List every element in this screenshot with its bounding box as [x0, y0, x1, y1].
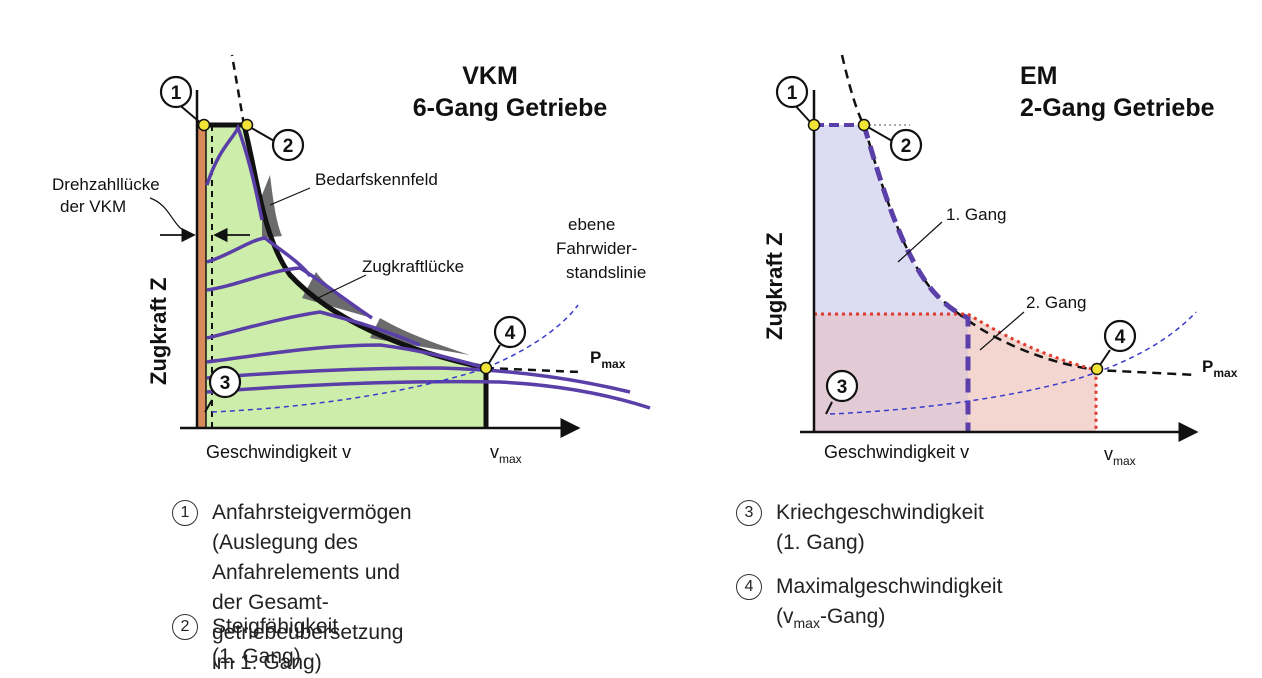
right-title-line1: EM — [1020, 62, 1058, 90]
right-gear1-curve — [861, 124, 971, 432]
left-resistance-line2: Fahrwider- — [556, 239, 637, 258]
left-zugkraft-leader — [317, 274, 367, 299]
legend-number-3: 3 — [736, 500, 762, 526]
svg-text:1: 1 — [787, 83, 798, 104]
left-marker-4: 4 — [479, 315, 527, 375]
left-power-hyperbola-right — [485, 366, 581, 374]
right-x-axis-label: Geschwindigkeit v — [824, 442, 969, 462]
left-orange-bar — [196, 124, 207, 429]
left-marker-1: 1 — [159, 75, 211, 132]
legend-text-2: Steigfähigkeit (1. Gang) — [212, 615, 339, 668]
svg-text:1: 1 — [171, 83, 182, 104]
legend-number-2: 2 — [172, 614, 198, 640]
left-zugkraftluecke-label: Zugkraftlücke — [362, 257, 464, 276]
right-y-axis-label: Zugkraft Z — [762, 232, 787, 340]
left-gear-curve-4 — [206, 310, 421, 347]
left-gear-curve-6 — [206, 366, 631, 394]
right-vmax-label: vmax — [1104, 444, 1136, 468]
left-title-line1: VKM — [462, 62, 518, 90]
left-resistance-line3: standslinie — [566, 263, 646, 282]
left-gear-curves — [205, 123, 651, 410]
left-gear-curve-3 — [206, 266, 373, 320]
left-resistance-line1: ebene — [568, 215, 615, 234]
svg-text:4: 4 — [505, 323, 516, 344]
left-y-axis-label: Zugkraft Z — [146, 277, 171, 385]
right-marker-3: 3 — [825, 369, 859, 415]
legend-item-4: 4 Maximalgeschwindigkeit (vmax-Gang) — [736, 572, 1002, 638]
svg-text:2: 2 — [283, 136, 294, 157]
left-gear-curve-1 — [205, 123, 264, 221]
left-envelope-curve — [204, 122, 487, 371]
legend-item-2: 2 Steigfähigkeit (1. Gang) — [172, 612, 338, 672]
left-bedarfskennfeld-label: Bedarfskennfeld — [315, 170, 438, 189]
legend-text-3: Kriechgeschwindigkeit (1. Gang) — [776, 501, 984, 554]
left-panel: VKM 6-Gang Getriebe Zugkraft Z Geschwind… — [52, 54, 651, 466]
left-power-hyperbola-top — [230, 54, 246, 126]
right-gang2-leader — [979, 311, 1025, 351]
legend-item-3: 3 Kriechgeschwindigkeit (1. Gang) — [736, 498, 984, 558]
right-gear2-curve — [814, 312, 1098, 432]
right-gang1-leader — [897, 221, 943, 263]
right-gang2-label: 2. Gang — [1026, 293, 1087, 312]
legend-text-1: Anfahrsteigvermögen (Auslegung des Anfah… — [212, 501, 412, 674]
left-drehzahlluecke-line2: der VKM — [60, 197, 126, 216]
left-traction-gap-1 — [262, 175, 282, 238]
left-gear-curve-2 — [206, 236, 312, 278]
svg-text:3: 3 — [220, 373, 231, 394]
right-pmax-label: Pmax — [1202, 357, 1238, 380]
right-marker-2: 2 — [857, 118, 923, 162]
left-traction-gap-3 — [370, 318, 470, 355]
right-gang1-label: 1. Gang — [946, 205, 1007, 224]
left-gear-curve-5 — [206, 343, 487, 370]
left-gap-leader — [149, 197, 187, 233]
left-x-axis-label: Geschwindigkeit v — [206, 442, 351, 462]
right-resistance-line — [829, 311, 1197, 415]
right-marker-4: 4 — [1090, 319, 1137, 376]
left-title-line2: 6-Gang Getriebe — [413, 94, 608, 122]
right-title-line2: 2-Gang Getriebe — [1020, 94, 1215, 122]
left-bedarf-leader — [269, 187, 311, 206]
left-pmax-label: Pmax — [590, 348, 626, 371]
svg-text:3: 3 — [837, 377, 848, 398]
svg-text:2: 2 — [901, 136, 912, 157]
right-power-hyperbola — [840, 54, 1197, 377]
right-marker-1: 1 — [775, 75, 821, 132]
left-gear-curve-7 — [206, 379, 651, 410]
legend-item-1: 1 Anfahrsteigvermögen (Auslegung des Anf… — [172, 498, 412, 678]
left-vmax-label: vmax — [490, 442, 522, 466]
legend-number-1: 1 — [172, 500, 198, 526]
left-marker-3: 3 — [204, 365, 242, 413]
svg-text:4: 4 — [1115, 327, 1126, 348]
left-marker-2: 2 — [240, 118, 305, 162]
legend-text-4: Maximalgeschwindigkeit (vmax-Gang) — [776, 575, 1003, 632]
legend-number-4: 4 — [736, 574, 762, 600]
left-drehzahlluecke-line1: Drehzahllücke — [52, 175, 160, 194]
right-panel: EM 2-Gang Getriebe Zugkraft Z Geschwindi… — [762, 54, 1238, 468]
